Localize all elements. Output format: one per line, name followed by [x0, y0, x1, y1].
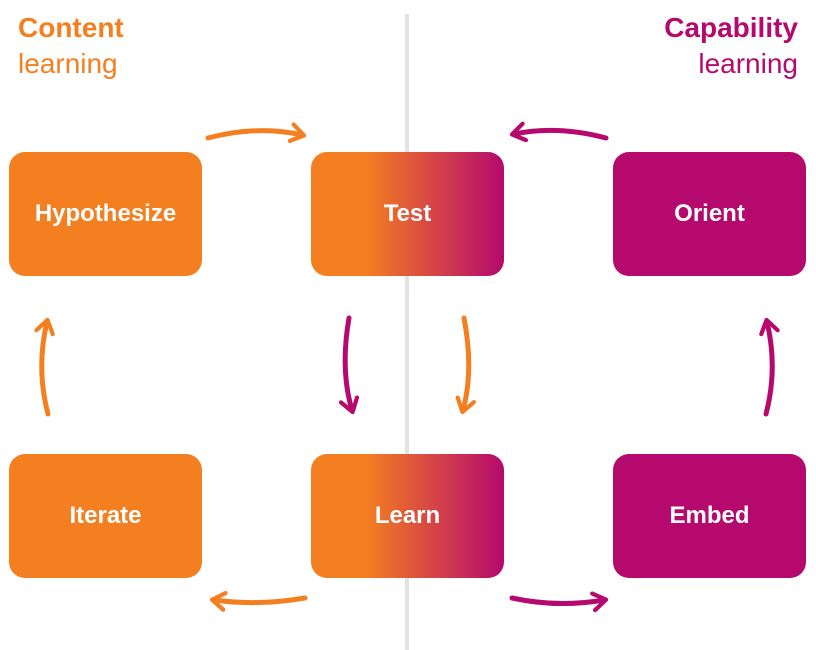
content-learning-heading: Content learning — [18, 10, 124, 82]
learn-label: Learn — [374, 502, 441, 529]
test-label: Test — [383, 200, 432, 227]
content-heading-strong: Content — [18, 12, 124, 43]
capability-learning-heading: Capability learning — [664, 10, 798, 82]
hypothesize-box: Hypothesize — [9, 152, 202, 276]
arrow-embed-to-orient — [759, 317, 780, 417]
arrow-learn-to-embed — [509, 591, 609, 613]
iterate-box: Iterate — [9, 454, 202, 578]
arrow-orient-to-test — [509, 121, 609, 143]
arrow-test-to-learn-capability — [455, 315, 476, 415]
content-heading-light: learning — [18, 48, 118, 79]
test-box: Test — [311, 152, 504, 276]
arrow-learn-to-iterate — [209, 590, 308, 612]
iterate-label: Iterate — [69, 502, 142, 529]
capability-heading-light: learning — [698, 48, 798, 79]
embed-box: Embed — [613, 454, 806, 578]
learn-box: Learn — [311, 454, 504, 578]
arrow-test-to-learn — [338, 315, 360, 415]
orient-label: Orient — [674, 200, 745, 227]
arrow-hypothesize-to-test — [205, 122, 307, 143]
orient-box: Orient — [613, 152, 806, 276]
arrow-iterate-to-hypothesize — [34, 317, 55, 417]
hypothesize-label: Hypothesize — [34, 200, 177, 227]
embed-label: Embed — [669, 502, 750, 529]
center-divider — [405, 14, 409, 650]
capability-heading-strong: Capability — [664, 12, 798, 43]
